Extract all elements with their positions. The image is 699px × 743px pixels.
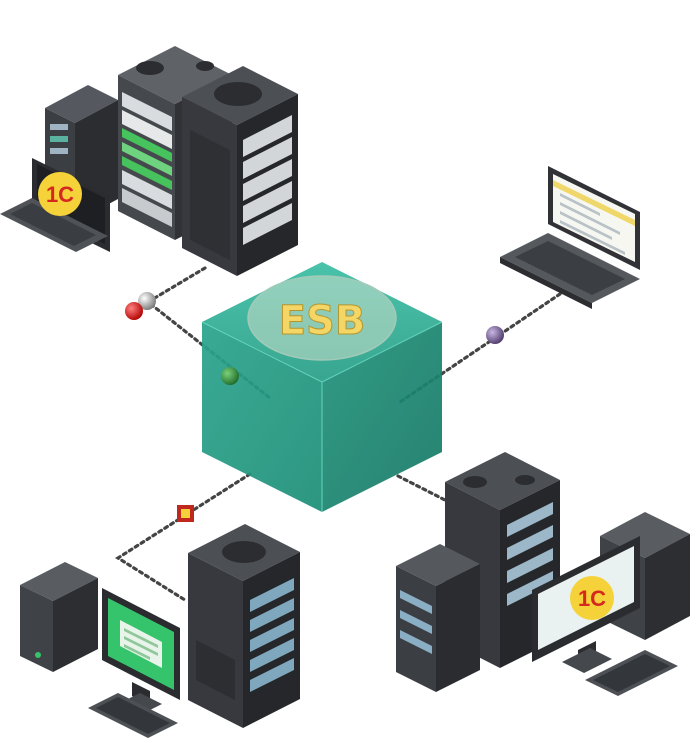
connection-bottom-left: [115, 472, 252, 602]
esb-label: ESB: [279, 298, 366, 344]
message-ball-red: [125, 302, 143, 320]
message-ball-green: [221, 367, 239, 385]
logo-1c-text: 1C: [46, 182, 74, 207]
logo-1c-laptop: 1C: [38, 172, 82, 216]
bottom-left-rack: [188, 524, 300, 728]
bottom-left-workstation: [20, 524, 300, 738]
message-square-marker: [177, 505, 194, 522]
monitor-1c: 1C: [532, 536, 640, 673]
message-ball-grey: [138, 292, 156, 310]
laptop-1c: 1C: [0, 158, 110, 252]
connection-bottom-right: [396, 474, 447, 502]
message-markers: [125, 292, 504, 522]
bottom-left-keyboard: [88, 693, 178, 738]
esb-cube-right: [322, 322, 442, 512]
rack-server-dark: [182, 66, 298, 276]
logo-1c-monitor-text: 1C: [578, 586, 606, 611]
bottom-left-tower: [20, 562, 98, 672]
message-ball-purple: [486, 326, 504, 344]
top-right-laptop: [500, 166, 640, 309]
bottom-right-server-cluster: 1C: [396, 452, 690, 696]
logo-1c-monitor: 1C: [570, 576, 614, 620]
bottom-right-keyboard: [585, 650, 678, 696]
esb-label-badge: [247, 275, 397, 361]
top-left-server-cluster: 1C: [0, 46, 298, 276]
esb-cube: ESB: [201, 262, 443, 512]
rack-units: [122, 92, 172, 227]
bottom-right-short-rack: [396, 544, 480, 692]
rack-units-dark: [243, 115, 292, 245]
